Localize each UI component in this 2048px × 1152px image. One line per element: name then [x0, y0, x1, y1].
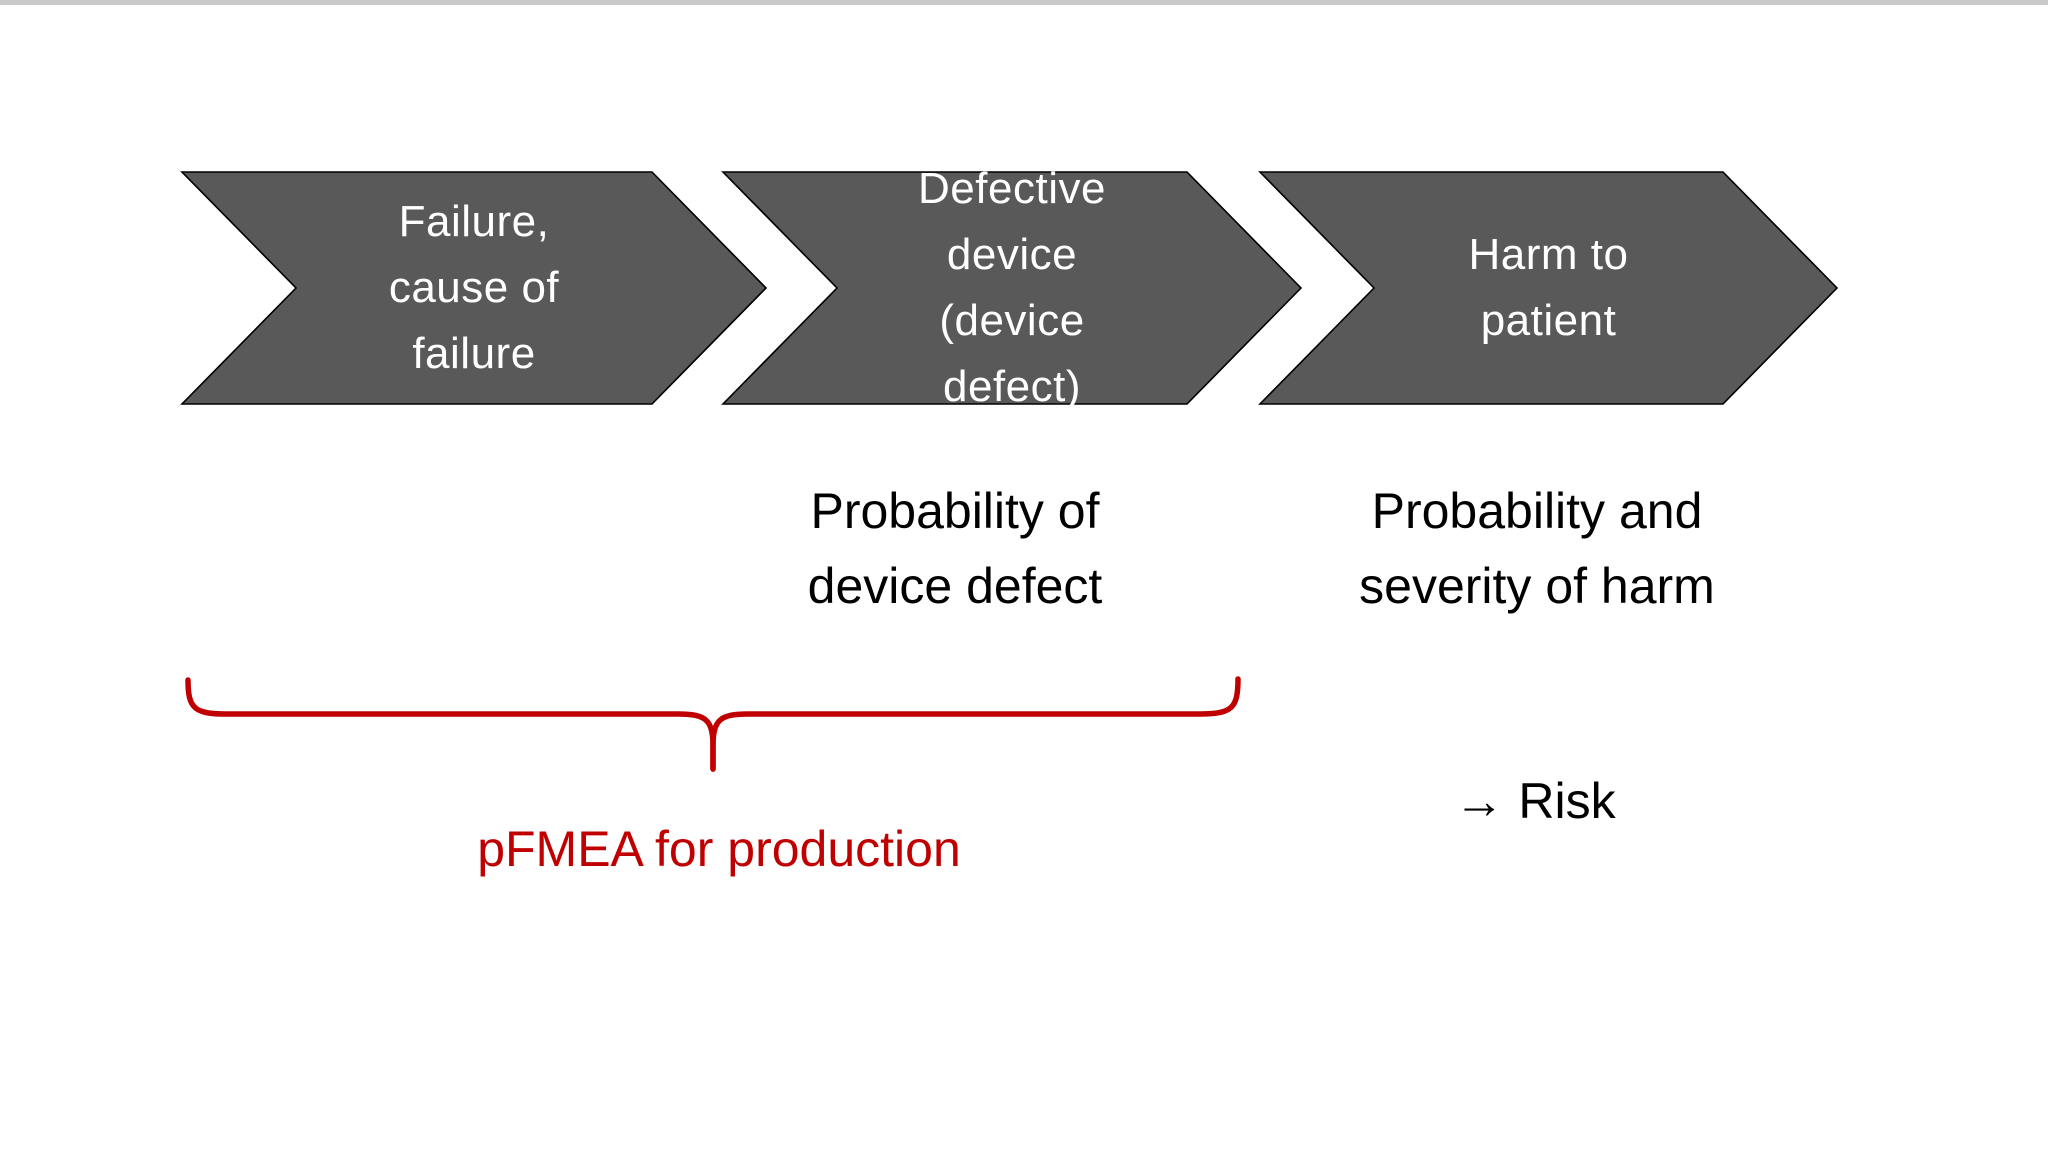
brace-right-half	[710, 676, 1241, 772]
chevron-shape-step1	[180, 171, 768, 405]
chevron-shape-step2	[721, 171, 1303, 405]
brace-left-half	[185, 677, 716, 772]
brace-label-pfmea: pFMEA for production	[477, 821, 961, 877]
chevron-label-failure: Failure, cause of failure	[388, 197, 560, 378]
chevron-shape-step3	[1258, 171, 1839, 405]
chevron-label-harm-to-patient: Harm to patient	[1468, 230, 1629, 345]
note-probability-severity-harm: Probability and severity of harm	[1359, 483, 1715, 614]
chevron-label-defective-device: Defective device (device defect)	[918, 164, 1106, 411]
note-risk: →Risk	[1235, 689, 1835, 839]
top-edge-strip	[0, 0, 2048, 5]
risk-label: Risk	[1518, 773, 1616, 829]
note-probability-device-defect: Probability of device defect	[807, 483, 1103, 614]
right-arrow-icon: →	[1454, 773, 1505, 829]
